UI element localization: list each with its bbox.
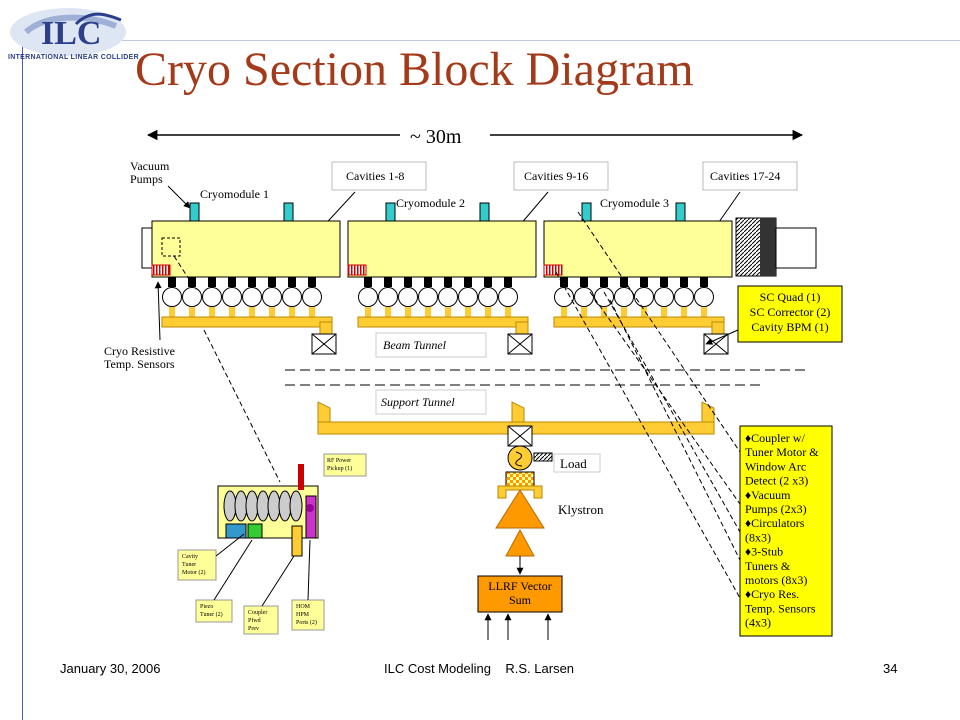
svg-text:SC Corrector (2): SC Corrector (2) xyxy=(750,305,831,319)
cryomodule-label-2: Cryomodule 2 xyxy=(396,196,465,210)
support-list-line: ♦Cryo Res. xyxy=(745,587,799,601)
support-list-line: Detect (2 x3) xyxy=(745,474,808,488)
svg-text:Support Tunnel: Support Tunnel xyxy=(381,395,455,409)
detail-selection-box xyxy=(161,237,181,257)
load-label: Load xyxy=(560,456,587,471)
cryomodules xyxy=(151,202,733,355)
svg-text:Cavities 9-16: Cavities 9-16 xyxy=(524,169,588,183)
slide-title: Cryo Section Block Diagram xyxy=(135,43,694,96)
support-list-line: Pumps (2x3) xyxy=(745,502,807,516)
dashed-leaders xyxy=(173,211,741,599)
support-list-line: Tuners & xyxy=(745,559,791,573)
beam-tunnel-label: Beam Tunnel xyxy=(375,332,487,358)
support-list-line: ♦3-Stub xyxy=(745,545,783,559)
support-list-line: ♦Circulators xyxy=(745,516,805,530)
support-list-line: Tuner Motor & xyxy=(745,445,819,459)
svg-text:ILC: ILC xyxy=(41,15,101,52)
svg-text:Beam Tunnel: Beam Tunnel xyxy=(383,338,447,352)
support-list-box: ♦Coupler w/Tuner Motor &Window ArcDetect… xyxy=(739,425,833,637)
ilc-logo: ILC xyxy=(10,8,126,56)
circulator-box-lower xyxy=(507,425,533,447)
svg-text:SC Quad (1): SC Quad (1) xyxy=(760,290,821,304)
svg-text:Cavities 1-8: Cavities 1-8 xyxy=(346,169,404,183)
cryomodule-2 xyxy=(347,202,537,355)
support-tunnel-label: Support Tunnel xyxy=(375,389,487,415)
end-magnet xyxy=(735,217,817,277)
cryomodule-3 xyxy=(543,202,733,355)
support-list-line: Temp. Sensors xyxy=(745,601,816,615)
cryomodule-label-3: Cryomodule 3 xyxy=(600,196,669,210)
support-list-line: ♦Coupler w/ xyxy=(745,431,805,445)
support-list-line: ♦Vacuum xyxy=(745,488,791,502)
cavity-label-3: Cavities 17-24 xyxy=(702,161,798,233)
footer-date: January 30, 2006 xyxy=(60,661,161,676)
klystron-label: Klystron xyxy=(558,502,604,517)
klystron: Klystron xyxy=(495,471,604,557)
left-rule xyxy=(22,40,23,720)
header-rule xyxy=(22,40,960,41)
svg-text:Cavities 17-24: Cavities 17-24 xyxy=(710,169,780,183)
cavity-label-1: Cavities 1-8 xyxy=(317,161,427,233)
support-list-line: (4x3) xyxy=(745,616,771,630)
cryomodule-label-1: Cryomodule 1 xyxy=(200,187,269,201)
support-list-line: (8x3) xyxy=(745,530,771,544)
support-list-line: motors (8x3) xyxy=(745,573,807,587)
module-detail xyxy=(217,464,319,557)
svg-text:Cavity BPM (1): Cavity BPM (1) xyxy=(751,320,828,334)
footer-center: ILC Cost Modeling R.S. Larsen xyxy=(384,661,575,676)
load-circulator: Load xyxy=(507,445,601,473)
logo-text: INTERNATIONAL LINEAR COLLIDER xyxy=(8,54,139,61)
cryomodule-1 xyxy=(151,202,341,355)
length-arrow: ~ 30m xyxy=(146,126,804,148)
support-list-line: Window Arc xyxy=(745,459,806,473)
length-label: ~ 30m xyxy=(410,126,462,148)
sc-components-box: SC Quad (1) SC Corrector (2) Cavity BPM … xyxy=(705,285,843,345)
cavity-label-2: Cavities 9-16 xyxy=(513,161,609,233)
footer-page: 34 xyxy=(883,661,898,676)
